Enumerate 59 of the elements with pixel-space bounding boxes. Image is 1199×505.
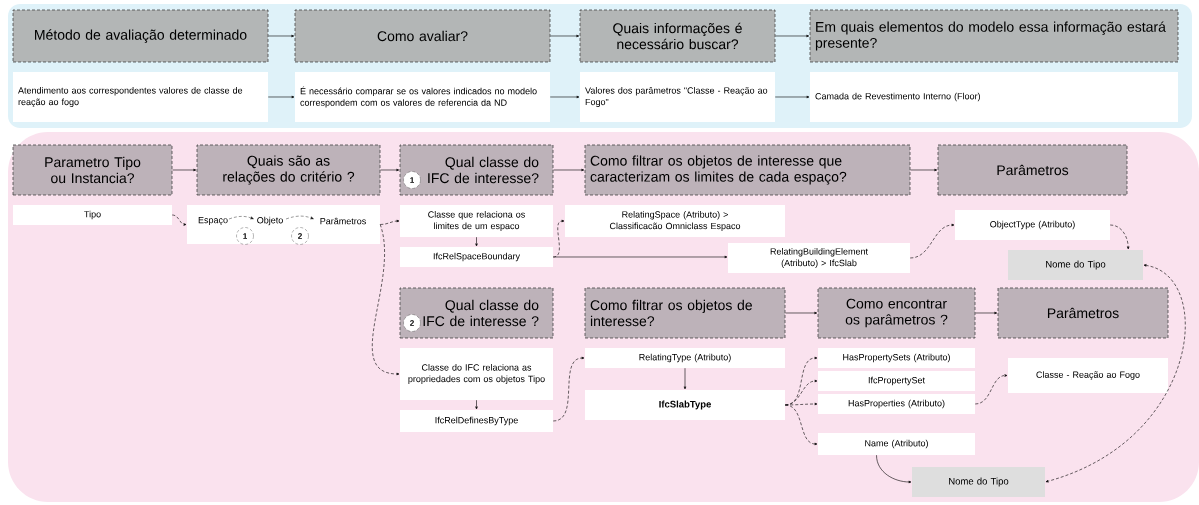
answer-box: HasProperties (Atributo) [818, 394, 975, 414]
answer-box: Valores dos parâmetros "Classe - Reação ao Fogo" [580, 72, 775, 122]
arrow [268, 34, 295, 38]
arrow [683, 367, 687, 390]
answer-box: IfcPropertySet [818, 371, 975, 391]
arrow [267, 95, 295, 99]
answer-box: ObjectType (Atributo) [955, 210, 1110, 240]
answer-box: IfcRelDefinesByType [400, 410, 553, 432]
arrow [775, 34, 810, 38]
question-box: Parâmetros [997, 287, 1169, 339]
answer-box: RelatingBuildingElement (Atributo) > IfcSlab [728, 243, 910, 273]
arrow [1109, 224, 1130, 250]
question-box: Em quais elementos do modelo essa informação estará presente? [809, 9, 1179, 63]
arrow [172, 168, 197, 172]
arrow [552, 356, 585, 422]
result-box: Nome do Tipo [912, 467, 1045, 497]
arrow [784, 402, 818, 406]
question-box: Método de avaliação determinado [12, 9, 269, 63]
question-box: Como encontrar os parâmetros ? [817, 287, 976, 339]
arrow [379, 219, 400, 225]
question-box: Quais informações é necessário buscar? [579, 9, 776, 63]
arrow [171, 214, 187, 226]
answer-box: Classe - Reação ao Fogo [1008, 358, 1168, 393]
arrow [549, 95, 580, 99]
answer-box: Tipo [13, 205, 172, 225]
arrow [380, 168, 400, 172]
arrow [475, 236, 478, 247]
answer-box: RelatingType (Atributo) [585, 348, 785, 368]
question-box: Como avaliar? [294, 9, 551, 63]
answer-box: Classe que relaciona os limites de um espaco [400, 205, 553, 237]
arrow [475, 399, 478, 410]
arrow [910, 168, 938, 172]
result-box: Nome do Tipo [1008, 250, 1143, 280]
answer-box: É necessário comparar se os valores indicados no modelo correspondem com os valores de referencia da ND [295, 72, 550, 122]
answer-box: Atendimento aos correspondentes valores de classe de reação ao fogo [13, 72, 268, 122]
arrow [774, 95, 810, 99]
arrow [550, 34, 580, 38]
answer-box: IfcRelSpaceBoundary [400, 247, 553, 267]
answer-box: HasPropertySets (Atributo) [818, 348, 975, 368]
question-box: Quais são as relações do critério ? [196, 144, 381, 196]
arrow [974, 374, 1008, 405]
arrow [785, 311, 818, 315]
arrow [371, 224, 400, 376]
question-box: Como filtrar os objetos de interesse que caracterizam os limites de cada espaço? [584, 144, 911, 196]
question-box: Parametro Tipo ou Instancia? [12, 144, 173, 196]
arrow [784, 404, 818, 446]
answer-box: RelatingSpace (Atributo) > Classificacão Omniclass Espaco [565, 205, 785, 237]
arrow [975, 311, 998, 315]
question-box: Como filtrar os objetos de interesse? [584, 287, 786, 339]
arrow [553, 168, 585, 172]
arrow [552, 255, 728, 259]
answer-box: Name (Atributo) [818, 433, 975, 455]
answer-box: Camada de Revestimento Interno (Floor) [810, 72, 1178, 122]
arrow [1045, 264, 1186, 483]
question-box: Parâmetros [937, 144, 1128, 196]
arrow [876, 454, 912, 484]
answer-box: Classe do IFC relaciona as propriedades com os objetos Tipo [400, 348, 553, 400]
arrow [909, 223, 955, 259]
answer-box: IfcSlabType [585, 390, 785, 420]
